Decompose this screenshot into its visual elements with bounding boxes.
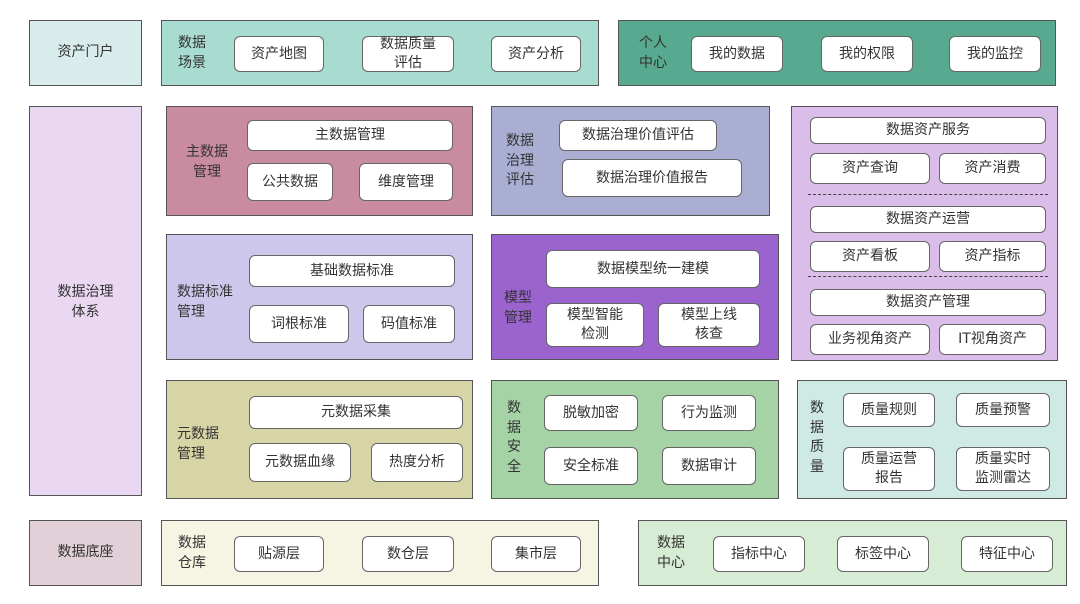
- model-intelligent-check-box[interactable]: 模型智能 检测: [546, 303, 644, 347]
- security-standard-box[interactable]: 安全标准: [544, 447, 638, 485]
- governance-value-report-box[interactable]: 数据治理价值报告: [562, 159, 742, 197]
- warehouse-label: 数据 仓库: [178, 535, 206, 571]
- governance-panel: 数据治理 体系: [29, 106, 142, 496]
- personal-item-my-monitoring[interactable]: 我的监控: [949, 36, 1041, 72]
- quality-alert-box[interactable]: 质量预警: [956, 393, 1050, 427]
- business-view-asset-box[interactable]: 业务视角资产: [810, 324, 930, 355]
- metadata-panel: 元数据 管理 元数据采集 元数据血缘 热度分析: [166, 380, 473, 499]
- governance-value-eval-box[interactable]: 数据治理价值评估: [559, 120, 717, 151]
- model-label: 模型 管理: [504, 290, 532, 326]
- asset-query-box[interactable]: 资产查询: [810, 153, 930, 184]
- quality-rules-box[interactable]: 质量规则: [843, 393, 935, 427]
- portal-panel: 资产门户: [29, 20, 142, 86]
- quality-label: 数 据 质 量: [810, 400, 824, 475]
- evaluation-panel: 数据 治理 评估 数据治理价值评估 数据治理价值报告: [491, 106, 770, 216]
- asset-consumption-box[interactable]: 资产消费: [939, 153, 1046, 184]
- personal-panel: 个人 中心 我的数据 我的权限 我的监控: [618, 20, 1056, 86]
- portal-label: 资产门户: [57, 44, 114, 60]
- code-standard-box[interactable]: 码值标准: [363, 305, 455, 343]
- it-view-asset-box[interactable]: IT视角资产: [939, 324, 1046, 355]
- basic-standard-box[interactable]: 基础数据标准: [249, 255, 455, 287]
- metadata-collection-box[interactable]: 元数据采集: [249, 396, 463, 429]
- metadata-label: 元数据 管理: [177, 426, 219, 462]
- asset-indicator-box[interactable]: 资产指标: [939, 241, 1046, 272]
- base-panel: 数据底座: [29, 520, 142, 586]
- ods-layer-box[interactable]: 贴源层: [234, 536, 324, 572]
- governance-label: 数据治理 体系: [57, 284, 114, 320]
- asset-operation-box[interactable]: 数据资产运营: [810, 206, 1046, 233]
- quality-panel: 数 据 质 量 质量规则 质量预警 质量运营 报告 质量实时 监测雷达: [797, 380, 1067, 499]
- asset-divider-1: [808, 194, 1048, 195]
- dw-layer-box[interactable]: 数仓层: [362, 536, 454, 572]
- desensitize-encrypt-box[interactable]: 脱敏加密: [544, 395, 638, 431]
- standard-label: 数据标准 管理: [177, 284, 233, 320]
- personal-item-my-data[interactable]: 我的数据: [691, 36, 783, 72]
- asset-management-box[interactable]: 数据资产管理: [810, 289, 1046, 316]
- indicator-center-box[interactable]: 指标中心: [713, 536, 805, 572]
- unified-modeling-box[interactable]: 数据模型统一建模: [546, 250, 760, 288]
- asset-panel: 数据资产服务 资产查询 资产消费 数据资产运营 资产看板 资产指标 数据资产管理…: [791, 106, 1058, 361]
- mart-layer-box[interactable]: 集市层: [491, 536, 581, 572]
- scene-panel: 数据 场景 资产地图 数据质量 评估 资产分析: [161, 20, 599, 86]
- quality-operation-report-box[interactable]: 质量运营 报告: [843, 447, 935, 491]
- data-audit-box[interactable]: 数据审计: [662, 447, 756, 485]
- model-launch-review-box[interactable]: 模型上线 核查: [658, 303, 760, 347]
- scene-label: 数据 场景: [178, 35, 206, 71]
- model-panel: 模型 管理 数据模型统一建模 模型智能 检测 模型上线 核查: [491, 234, 779, 360]
- data-center-label: 数据 中心: [657, 535, 685, 571]
- evaluation-label: 数据 治理 评估: [506, 133, 534, 189]
- behavior-monitor-box[interactable]: 行为监测: [662, 395, 756, 431]
- data-center-panel: 数据 中心 指标中心 标签中心 特征中心: [638, 520, 1067, 586]
- warehouse-panel: 数据 仓库 贴源层 数仓层 集市层: [161, 520, 599, 586]
- quality-realtime-radar-box[interactable]: 质量实时 监测雷达: [956, 447, 1050, 491]
- asset-divider-2: [808, 276, 1048, 277]
- security-label: 数 据 安 全: [507, 400, 521, 475]
- master-data-management-box[interactable]: 主数据管理: [247, 120, 453, 151]
- asset-dashboard-box[interactable]: 资产看板: [810, 241, 930, 272]
- scene-item-asset-analysis[interactable]: 资产分析: [491, 36, 581, 72]
- scene-item-asset-map[interactable]: 资产地图: [234, 36, 324, 72]
- security-panel: 数 据 安 全 脱敏加密 行为监测 安全标准 数据审计: [491, 380, 779, 499]
- base-label: 数据底座: [57, 544, 114, 560]
- root-standard-box[interactable]: 词根标准: [249, 305, 349, 343]
- dimension-management-box[interactable]: 维度管理: [359, 163, 453, 201]
- tag-center-box[interactable]: 标签中心: [837, 536, 929, 572]
- feature-center-box[interactable]: 特征中心: [961, 536, 1053, 572]
- metadata-lineage-box[interactable]: 元数据血缘: [249, 443, 351, 482]
- scene-item-quality-eval[interactable]: 数据质量 评估: [362, 36, 454, 72]
- master-label: 主数据 管理: [186, 144, 228, 180]
- public-data-box[interactable]: 公共数据: [247, 163, 333, 201]
- standard-panel: 数据标准 管理 基础数据标准 词根标准 码值标准: [166, 234, 473, 360]
- personal-item-my-permissions[interactable]: 我的权限: [821, 36, 913, 72]
- personal-label: 个人 中心: [639, 35, 667, 71]
- master-panel: 主数据 管理 主数据管理 公共数据 维度管理: [166, 106, 473, 216]
- asset-service-box[interactable]: 数据资产服务: [810, 117, 1046, 144]
- heat-analysis-box[interactable]: 热度分析: [371, 443, 463, 482]
